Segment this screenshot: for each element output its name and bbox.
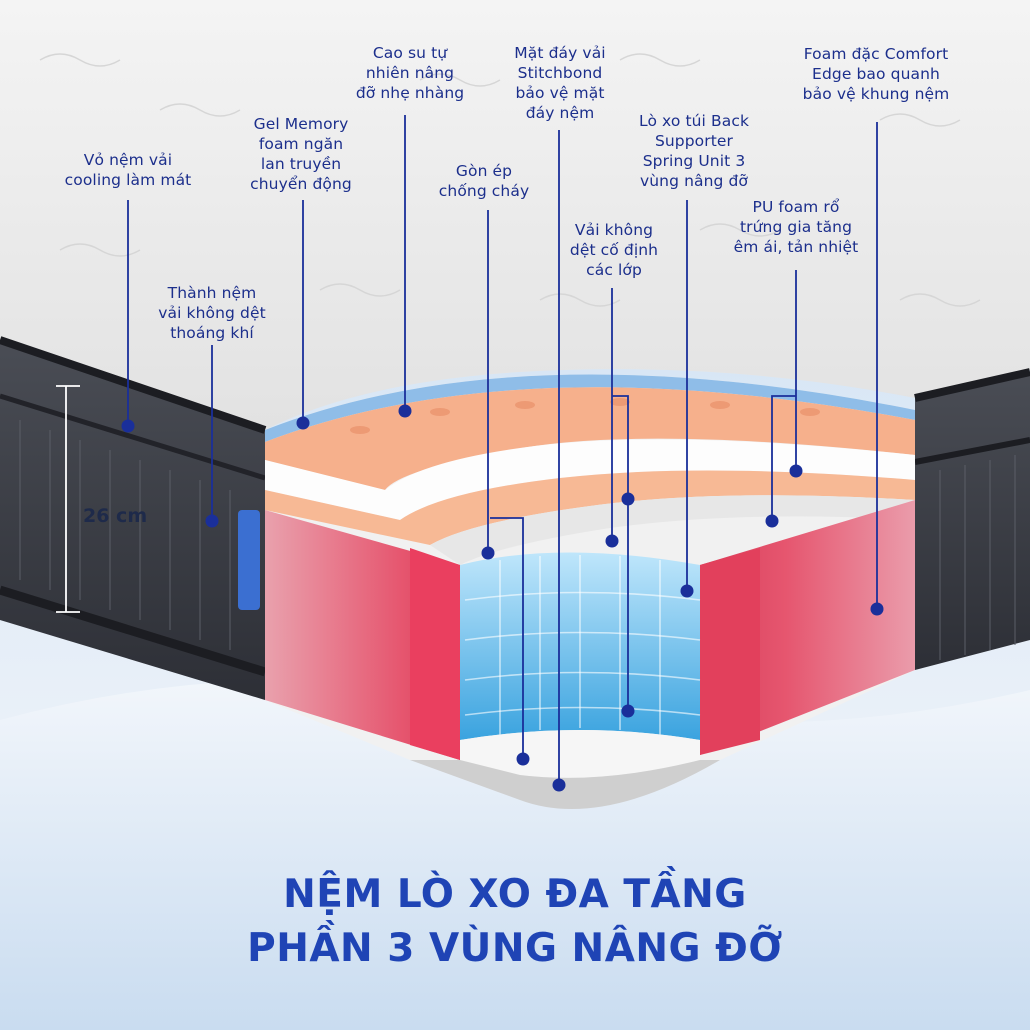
height-label: 26 cm — [83, 505, 148, 527]
dot-fiber — [481, 546, 495, 560]
leader-dots — [121, 404, 884, 792]
latex-perforations — [350, 398, 820, 434]
callout-edge: Foam đặc Comfort Edge bao quanh bảo vệ k… — [802, 45, 950, 103]
dot-cover — [121, 419, 135, 433]
callout-fiber: Gòn ép chống cháy — [438, 162, 530, 200]
dot-fiber-2 — [516, 752, 530, 766]
leader-lines — [127, 115, 878, 784]
callout-pufoam: PU foam rổ trứng gia tăng êm ái, tản nhi… — [733, 198, 859, 256]
dot-spring — [680, 584, 694, 598]
callout-bottom: Mặt đáy vải Stitchbond bảo vệ mặt đáy nệ… — [514, 44, 606, 122]
latex-layer — [265, 387, 915, 490]
headline-line-1: NỆM LÒ XO ĐA TẦNG — [283, 872, 747, 917]
left-piping — [0, 336, 267, 434]
dot-latex — [398, 404, 412, 418]
fiber-layer — [430, 495, 915, 565]
dot-bottom — [552, 778, 566, 792]
callout-spring: Lò xo túi Back Supporter Spring Unit 3 v… — [638, 112, 750, 190]
callout-latex: Cao su tự nhiên nâng đỡ nhẹ nhàng — [355, 44, 465, 102]
left-side-stitching — [19, 420, 231, 650]
snow-ground — [0, 679, 1030, 1030]
dot-border — [205, 514, 219, 528]
callout-cover: Vỏ nệm vải cooling làm mát — [64, 151, 192, 189]
headline-line-2: PHẦN 3 VÙNG NÂNG ĐỠ — [247, 926, 783, 971]
white-foam-layer — [265, 439, 915, 520]
dot-edge — [870, 602, 884, 616]
callout-nonwoven: Vải không dệt cố định các lớp — [569, 221, 659, 279]
dot-pufoam — [789, 464, 803, 478]
mattress-top-surface — [0, 0, 1030, 430]
dot-nonwoven-3 — [621, 704, 635, 718]
dot-gel — [296, 416, 310, 430]
gel-memory-layer — [265, 470, 915, 545]
mattress-right-side — [915, 372, 1030, 670]
dot-nonwoven-2 — [621, 492, 635, 506]
callout-border: Thành nệm vải không dệt thoáng khí — [158, 284, 266, 342]
dot-nonwoven — [605, 534, 619, 548]
side-badge — [238, 510, 260, 610]
nonwoven-bottom-layer — [460, 730, 700, 778]
height-dimension — [56, 385, 80, 613]
dot-pufoam-2 — [765, 514, 779, 528]
spring-coils — [464, 555, 701, 735]
callout-gel: Gel Memory foam ngăn lan truyền chuyển đ… — [250, 115, 352, 193]
cover-edge-layer — [265, 374, 915, 442]
